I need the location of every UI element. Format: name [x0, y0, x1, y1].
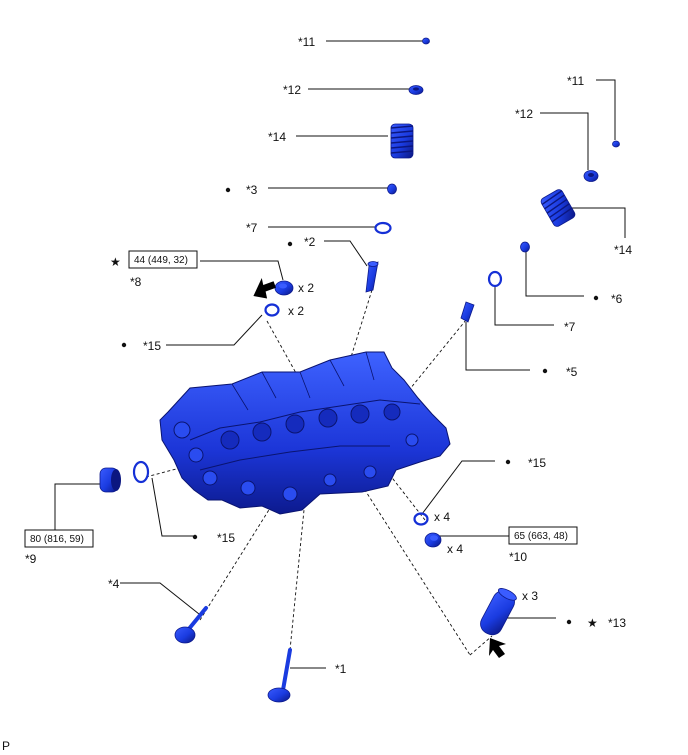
- callout-12a: *12: [283, 83, 301, 97]
- callout-labels: *11 *12 *14 *3 *7 *2 *8 *15 *11 *12 *14 …: [25, 35, 632, 676]
- valve-spring-seat-1: [374, 221, 392, 235]
- star-icon-8: ★: [110, 255, 121, 269]
- valve-spring-retainer-2: [583, 170, 599, 182]
- exhaust-valve: [174, 606, 208, 644]
- valve-spring-retainer-lock-2: [612, 140, 620, 148]
- qty-ring-15b: x 4: [434, 510, 450, 524]
- intake-valve: [267, 648, 292, 703]
- callout-6: *6: [611, 292, 623, 306]
- callout-13: *13: [608, 616, 626, 630]
- torque-value-10: 65 (663, 48): [514, 531, 568, 542]
- callout-15c: *15: [217, 531, 235, 545]
- leader-lines: [54, 40, 626, 669]
- o-ring-15b: [413, 512, 429, 526]
- valve-guide-bush-intake: [365, 261, 379, 293]
- callout-4: *4: [108, 577, 120, 591]
- arrow-icon-2: [489, 638, 506, 658]
- star-icon-13: ★: [587, 616, 598, 630]
- qty-lifter-13: x 3: [522, 589, 538, 603]
- valve-stem-oil-seal-exhaust: [520, 241, 530, 253]
- callout-7a: *7: [246, 221, 258, 235]
- callout-14a: *14: [268, 130, 286, 144]
- callout-12b: *12: [515, 107, 533, 121]
- torque-value-8: 44 (449, 32): [134, 255, 188, 266]
- callout-10: *10: [509, 550, 527, 564]
- callout-3: *3: [246, 183, 258, 197]
- callout-15a: *15: [143, 339, 161, 353]
- callout-7b: *7: [564, 320, 576, 334]
- arrow-icon-1: [253, 278, 276, 299]
- cylinder-head: [159, 351, 451, 515]
- valve-spring-seat-2: [487, 270, 503, 288]
- callout-2: *2: [304, 235, 316, 249]
- valve-spring-2: [540, 189, 576, 227]
- qty-plug-10: x 4: [447, 542, 463, 556]
- valve-spring-retainer-1: [408, 85, 424, 95]
- qty-cap-8: x 2: [298, 281, 314, 295]
- quantity-labels: x 2 x 2 x 4 x 4 x 3: [288, 281, 538, 603]
- bullet-dots: [121, 187, 599, 625]
- torque-value-9: 80 (816, 59): [30, 534, 84, 545]
- plug-cap-8: [274, 280, 294, 296]
- o-ring-15a: [264, 303, 280, 317]
- valve-spring-retainer-lock-1: [422, 37, 430, 45]
- plug-10: [424, 532, 442, 548]
- callout-8: *8: [130, 275, 142, 289]
- torque-box-10: 65 (663, 48): [508, 526, 578, 545]
- qty-ring-15a: x 2: [288, 304, 304, 318]
- figure-code: P: [2, 739, 10, 753]
- torque-box-8: 44 (449, 32): [128, 250, 198, 269]
- callout-1: *1: [335, 662, 347, 676]
- callout-5: *5: [566, 365, 578, 379]
- o-ring-15c: [132, 460, 150, 484]
- callout-14b: *14: [614, 243, 632, 257]
- valve-guide-bush-exhaust: [460, 301, 475, 323]
- callout-9: *9: [25, 552, 37, 566]
- torque-box-9: 80 (816, 59): [24, 529, 94, 548]
- valve-stem-oil-seal-intake: [387, 183, 397, 195]
- callout-11a: *11: [298, 35, 315, 49]
- valve-lifter: [480, 588, 517, 636]
- callout-11b: *11: [567, 74, 584, 88]
- valve-spring-1: [390, 123, 414, 159]
- callout-15b: *15: [528, 456, 546, 470]
- plug-9: [99, 467, 121, 493]
